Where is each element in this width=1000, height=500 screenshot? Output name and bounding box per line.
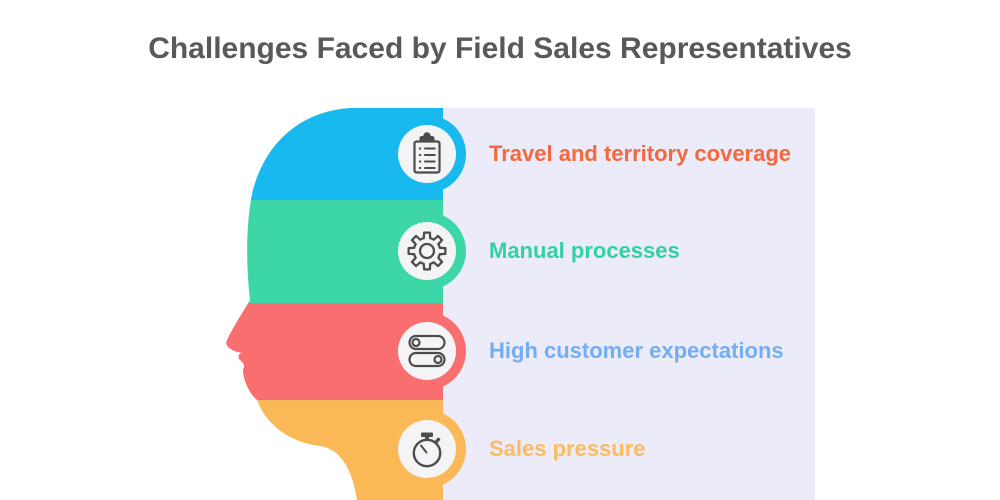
challenge-label-manual: Manual processes	[489, 238, 680, 263]
clipboard-checklist-icon	[413, 132, 441, 174]
challenge-label-expectations: High customer expectations	[489, 338, 784, 363]
challenge-label-travel: Travel and territory coverage	[489, 141, 792, 166]
icon-disc-expectations	[398, 322, 456, 380]
label-panel-background	[443, 108, 815, 500]
icon-disc-manual	[398, 222, 456, 280]
challenge-label-pressure: Sales pressure	[489, 436, 646, 461]
icon-disc-pressure	[398, 420, 456, 478]
gear-icon	[407, 231, 447, 271]
toggle-switches-icon	[408, 334, 446, 368]
stopwatch-icon	[412, 432, 442, 468]
page-title: Challenges Faced by Field Sales Represen…	[148, 32, 852, 65]
